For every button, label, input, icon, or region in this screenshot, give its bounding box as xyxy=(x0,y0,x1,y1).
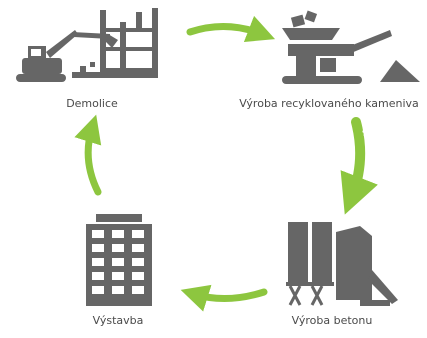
arrow-recycling-to-concrete xyxy=(340,117,378,215)
crusher-plant-icon xyxy=(282,10,420,84)
arrow-demolition-to-recycling xyxy=(186,15,276,42)
stage-label-recycled-aggregate: Výroba recyklovaného kameniva xyxy=(239,97,419,110)
arrow-concrete-to-construction xyxy=(180,284,268,312)
concrete-silo-icon xyxy=(286,222,398,306)
arrow-construction-to-demolition xyxy=(74,114,102,196)
stage-label-construction: Výstavba xyxy=(92,314,144,327)
excavator-demolition-icon xyxy=(16,8,158,82)
stage-label-demolition: Demolice xyxy=(66,97,118,110)
apartment-building-icon xyxy=(86,214,152,306)
stage-label-concrete: Výroba betonu xyxy=(291,314,373,327)
